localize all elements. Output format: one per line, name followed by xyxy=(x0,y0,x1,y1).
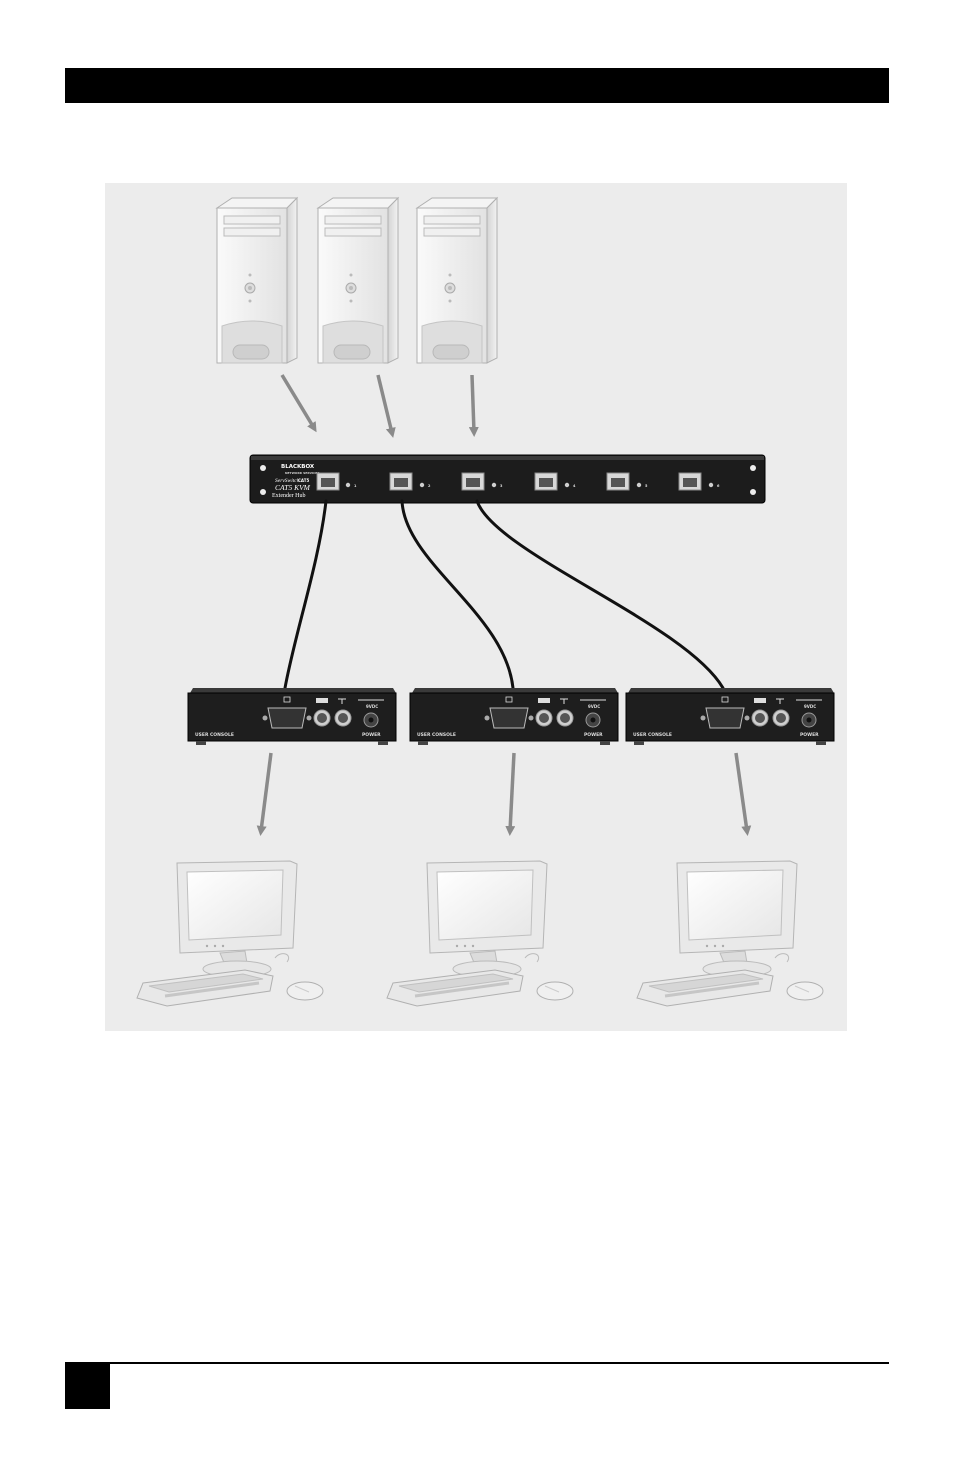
arrow-console-2 xyxy=(510,753,514,831)
arrow-tower-2 xyxy=(378,375,392,433)
arrow-tower-3 xyxy=(472,375,474,432)
cable-1 xyxy=(285,501,326,688)
rack-hole-icon xyxy=(260,489,266,495)
network-diagram: BLACKBOX NETWORK SERVICES ServSwitch CAT… xyxy=(105,183,847,1031)
computer-tower-2 xyxy=(318,198,398,363)
arrows-units-to-consoles xyxy=(261,753,747,831)
kvm-extender-hub: BLACKBOX NETWORK SERVICES ServSwitch CAT… xyxy=(250,455,765,503)
header-bar xyxy=(65,68,889,103)
dc-label: 9VDC xyxy=(588,704,600,709)
dc-label: 9VDC xyxy=(804,704,816,709)
brand-logo: BLACKBOX xyxy=(281,464,315,470)
user-console-2 xyxy=(387,861,573,1006)
dc-label: 9VDC xyxy=(366,704,378,709)
brand-tag: NETWORK SERVICES xyxy=(285,471,320,475)
page-number-block xyxy=(65,1364,110,1409)
diagram-canvas: BLACKBOX NETWORK SERVICES ServSwitch CAT… xyxy=(105,183,847,1031)
hub-title-line2: Extender Hub xyxy=(272,493,306,499)
hub-title-line1: CAT5 KVM xyxy=(275,483,311,492)
arrow-console-3 xyxy=(736,753,747,831)
arrow-console-1 xyxy=(261,753,271,831)
power-label: POWER xyxy=(800,732,819,738)
user-console-label: USER CONSOLE xyxy=(633,732,672,738)
cable-2 xyxy=(402,501,513,688)
arrow-tower-1 xyxy=(282,375,314,428)
user-console-1 xyxy=(137,861,323,1006)
power-label: POWER xyxy=(584,732,603,738)
rack-hole-icon xyxy=(260,465,266,471)
power-label: POWER xyxy=(362,732,381,738)
footer-rule xyxy=(65,1362,889,1364)
remote-unit-2: 9VDC USER CONSOLE POWER xyxy=(410,688,618,745)
user-console-label: USER CONSOLE xyxy=(195,732,234,738)
arrows-towers-to-hub xyxy=(282,375,474,433)
remote-unit-3: 9VDC USER CONSOLE POWER xyxy=(626,688,834,745)
user-console-3 xyxy=(637,861,823,1006)
computer-tower-3 xyxy=(417,198,497,363)
cat5-cables xyxy=(285,501,723,688)
cable-3 xyxy=(477,501,723,688)
rack-hole-icon xyxy=(750,489,756,495)
rack-hole-icon xyxy=(750,465,756,471)
computer-tower-1 xyxy=(217,198,297,363)
user-console-label: USER CONSOLE xyxy=(417,732,456,738)
remote-unit-1: 9VDC USER CONSOLE POWER xyxy=(188,688,396,745)
